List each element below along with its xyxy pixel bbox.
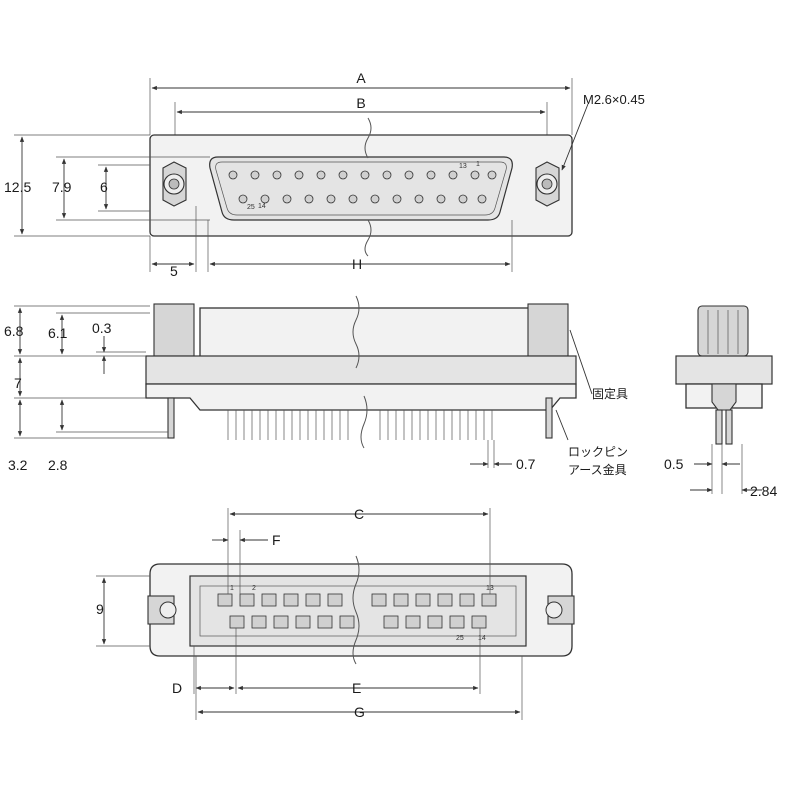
end-view: 0.5 2.84: [664, 305, 777, 499]
bottom-left-nut-icon: [147, 595, 177, 625]
front-pins-bottom-row: [238, 194, 487, 204]
dim-g-label: G: [354, 704, 365, 720]
left-hex-nut-icon: [162, 161, 187, 207]
dim-f-label: F: [272, 532, 281, 548]
dim-c-label: C: [354, 506, 364, 522]
side-right-lock-pin: [545, 397, 553, 439]
fixture-callout: 固定具: [592, 386, 628, 401]
front-pin-label-25: 25: [247, 204, 255, 211]
end-view-pin-left: [715, 409, 723, 445]
end-view-flange: [675, 355, 773, 385]
right-hex-nut-icon: [535, 161, 560, 207]
dim-2-84-label: 2.84: [750, 483, 777, 499]
end-view-pin-right: [725, 409, 733, 445]
dim-6-1-label: 6.1: [48, 325, 68, 341]
side-view: 6.8 6.1 0.3 7 3.2 2.8 0.7 固定具 ロックピン アース金…: [4, 295, 628, 477]
bottom-pin-label-14: 14: [478, 635, 486, 642]
d-sub-shell: [209, 156, 513, 221]
side-left-lock-pin: [167, 397, 175, 439]
side-right-post: [527, 303, 569, 357]
bottom-right-nut-icon: [545, 595, 575, 625]
thread-spec-label: M2.6×0.45: [583, 92, 645, 107]
end-view-post: [697, 305, 749, 357]
side-shell: [199, 307, 533, 365]
dim-7-label: 7: [14, 375, 22, 391]
side-body: [145, 383, 577, 411]
bottom-pin-label-25: 25: [456, 635, 464, 642]
dim-6-label: 6: [100, 179, 108, 195]
front-pin-label-14: 14: [258, 203, 266, 210]
side-flange: [145, 355, 577, 385]
dim-0-3-label: 0.3: [92, 320, 112, 336]
side-left-post: [153, 303, 195, 357]
dim-h-label: H: [352, 256, 362, 272]
dim-12-5-label: 12.5: [4, 179, 31, 195]
front-pin-label-1: 1: [476, 161, 480, 168]
lockpin-callout-line1: ロックピン: [568, 445, 628, 459]
bottom-view: 1 2 25 14 13 C F 9: [96, 506, 575, 720]
front-view: A B 13 1 25 14: [4, 70, 645, 279]
dim-2-8-label: 2.8: [48, 457, 68, 473]
dim-b-label: B: [356, 95, 365, 111]
dim-7-9-label: 7.9: [52, 179, 72, 195]
dim-5-label: 5: [170, 263, 178, 279]
dim-6-8-label: 6.8: [4, 323, 24, 339]
front-pins-top-row: [228, 170, 497, 180]
side-pins: [227, 410, 493, 440]
bottom-pins-bottom-row: [229, 615, 487, 629]
dim-0-7-label: 0.7: [516, 456, 536, 472]
dim-0-5-label: 0.5: [664, 456, 684, 472]
dim-9-label: 9: [96, 601, 104, 617]
dim-d-label: D: [172, 680, 182, 696]
bottom-pin-label-2: 2: [252, 585, 256, 592]
dim-3-2-label: 3.2: [8, 457, 28, 473]
bottom-pin-label-1: 1: [230, 585, 234, 592]
dim-a-label: A: [356, 70, 366, 86]
dim-e-label: E: [352, 680, 361, 696]
end-view-lock: [711, 383, 737, 411]
bottom-pins-top-row: [217, 593, 497, 607]
front-pin-label-13: 13: [459, 163, 467, 170]
lockpin-callout-line2: アース金具: [568, 462, 627, 477]
